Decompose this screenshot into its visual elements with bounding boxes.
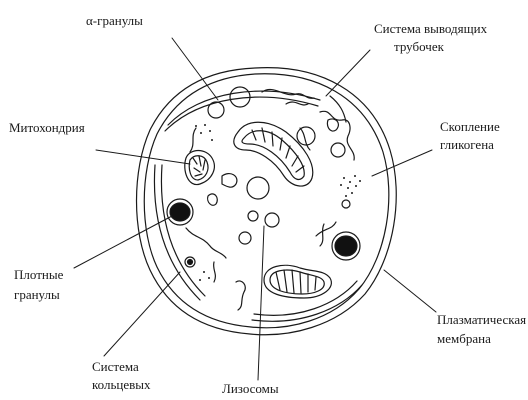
label-membrane-line2: мембрана (437, 331, 491, 346)
plasma-membrane (135, 67, 397, 336)
mitochondrion-3 (263, 264, 332, 299)
label-mitochondria: Митохондрия (9, 120, 85, 135)
label-tubule-system-line1: Система выводящих (374, 21, 488, 36)
dense-granules (166, 198, 361, 268)
label-alpha-granules: α-гранулы (86, 13, 143, 28)
microtubule-ring-system (153, 90, 363, 322)
leader-lines (73, 37, 437, 381)
lysosomes (238, 199, 351, 245)
label-glycogen-line1: Скопление (440, 119, 500, 134)
alpha-granules (207, 86, 346, 200)
label-glycogen-line2: гликогена (440, 137, 494, 152)
label-membrane-line1: Плазматическая (437, 312, 527, 327)
label-dense-granules-line2: гранулы (14, 287, 60, 302)
mitochondrion-1 (233, 121, 314, 187)
label-lysosomes: Лизосомы (222, 381, 279, 396)
mitochondrion-2 (184, 149, 215, 186)
small-bodies (207, 118, 340, 311)
glycogen-accumulation (195, 124, 361, 281)
label-dense-granules-line1: Плотные (14, 267, 64, 282)
tubule-system (185, 88, 355, 283)
label-tubule-system-line2: трубочек (394, 39, 444, 54)
label-ring-system-line1: Система (92, 359, 139, 374)
label-ring-system-line2: кольцевых (92, 377, 151, 392)
